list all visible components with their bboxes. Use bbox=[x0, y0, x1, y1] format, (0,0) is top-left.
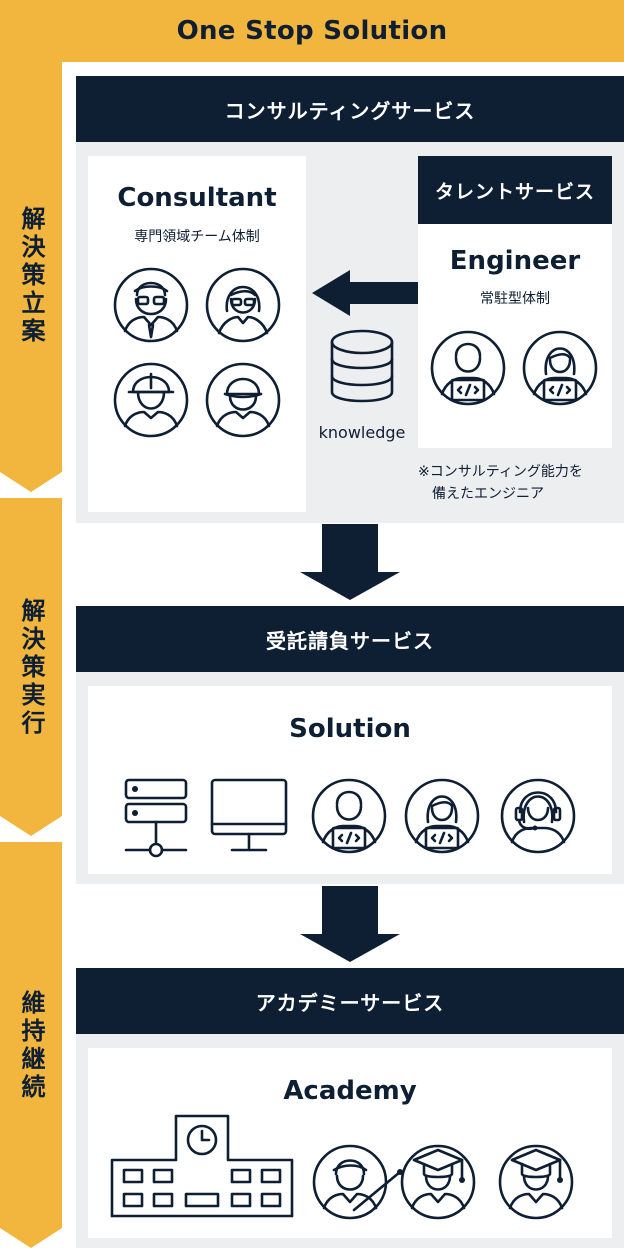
page-title: One Stop Solution bbox=[176, 16, 448, 46]
server-icon bbox=[124, 778, 188, 858]
academy-title: Academy bbox=[283, 1076, 417, 1106]
database-icon bbox=[330, 329, 394, 403]
solution-title: Solution bbox=[289, 714, 411, 744]
consultant-hardhat-icon bbox=[113, 362, 189, 438]
contract-service-bar: 受託請負サービス bbox=[76, 606, 624, 672]
phase-label-execute: 解決策実行 bbox=[17, 598, 45, 738]
talent-service-bar: タレントサービス bbox=[418, 156, 612, 224]
consultant-title: Consultant bbox=[117, 183, 277, 213]
engineer-icons bbox=[430, 330, 598, 406]
phase-label-maintain: 維持継続 bbox=[17, 990, 45, 1102]
consultant-woman-glasses-icon bbox=[205, 267, 281, 343]
graduate-cap-icon bbox=[400, 1144, 476, 1220]
academy-service-bar: アカデミーサービス bbox=[76, 968, 624, 1034]
phase-label-plan: 解決策立案 bbox=[17, 206, 45, 346]
engineer-title: Engineer bbox=[449, 246, 581, 276]
monitor-icon bbox=[210, 778, 288, 852]
consultant-man-glasses-icon bbox=[113, 267, 189, 343]
solution-woman-laptop-icon bbox=[404, 778, 480, 854]
engineer-subtitle: 常駐型体制 bbox=[480, 291, 550, 307]
engineer-woman-laptop-icon bbox=[522, 330, 598, 406]
knowledge-arrow bbox=[312, 270, 418, 316]
graduate-cap-icon-2 bbox=[498, 1144, 574, 1220]
consultant-subtitle: 専門領域チーム体制 bbox=[134, 229, 260, 245]
teacher-pointer-icon bbox=[312, 1144, 403, 1220]
consultant-cap-icon bbox=[205, 362, 281, 438]
engineer-note-line1: ※コンサルティング能力を bbox=[418, 464, 583, 480]
down-arrow-2 bbox=[300, 886, 400, 962]
phase-chevron-3 bbox=[0, 842, 62, 1248]
consultant-icons bbox=[113, 267, 281, 438]
header-band bbox=[0, 0, 624, 62]
knowledge-label: knowledge bbox=[318, 423, 406, 442]
down-arrow-1 bbox=[300, 524, 400, 600]
solution-icons bbox=[124, 778, 576, 858]
consultant-card bbox=[88, 156, 306, 512]
support-headset-icon bbox=[500, 778, 576, 854]
phase-chevron-2 bbox=[0, 498, 62, 836]
school-building-icon bbox=[110, 1114, 294, 1218]
solution-man-laptop-icon bbox=[311, 778, 387, 854]
engineer-man-laptop-icon bbox=[430, 330, 506, 406]
consulting-service-bar: コンサルティングサービス bbox=[76, 76, 624, 142]
phase-chevron-1 bbox=[0, 0, 62, 492]
engineer-note-line2: 備えたエンジニア bbox=[432, 486, 544, 502]
academy-icons bbox=[110, 1114, 574, 1220]
